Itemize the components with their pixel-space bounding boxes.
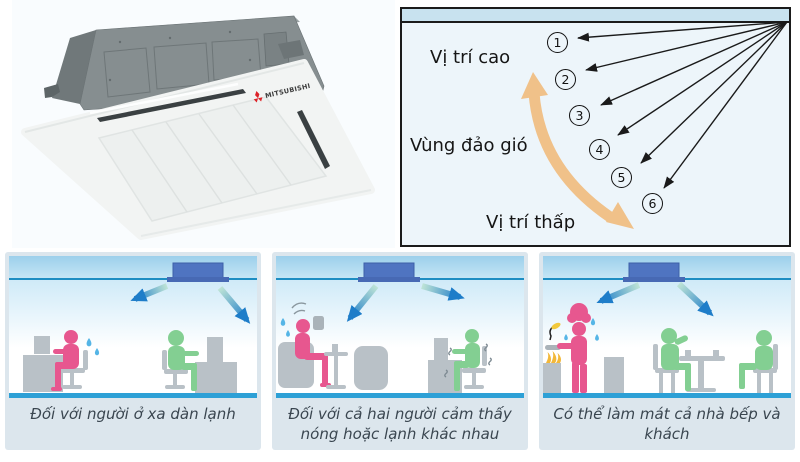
mounting-bracket-right <box>278 40 304 59</box>
airflow-arrows <box>521 21 788 229</box>
chef-hat <box>567 313 577 323</box>
ceiling-bar <box>402 9 789 23</box>
floor-line <box>9 393 257 398</box>
kitchen-counter <box>543 363 561 393</box>
swing-arrow-icon <box>521 72 634 229</box>
position-circle-6: 6 <box>642 193 663 214</box>
position-circle-1: 1 <box>547 32 568 53</box>
ac-indoor-unit <box>358 262 420 282</box>
position-arrows <box>577 21 788 189</box>
side-table <box>324 344 348 389</box>
armchair-middle <box>354 346 388 390</box>
position-arrow-2 <box>585 21 788 72</box>
panel-caption: Đối với cả hai người cảm thấy nóng hoặc … <box>288 405 512 443</box>
cool-person <box>168 330 199 391</box>
airflow-arrow-left-icon <box>596 282 641 304</box>
panel-caption: Đối với người ở xa dàn lạnh <box>30 405 236 423</box>
fan-motion-lines <box>291 302 307 315</box>
mounting-bracket-left <box>44 84 60 98</box>
scene-panel-far-person: Đối với người ở xa dàn lạnh <box>5 252 261 450</box>
panel-caption: Có thể làm mát cả nhà bếp và khách <box>553 405 781 443</box>
position-arrow-4 <box>617 21 788 136</box>
position-arrow-1 <box>577 21 788 42</box>
position-circle-3: 3 <box>569 105 590 126</box>
airflow-arrow-left-icon <box>346 284 379 322</box>
mitsubishi-diamond-icon <box>253 90 263 103</box>
monitor <box>207 337 223 362</box>
floor-line <box>543 393 791 398</box>
dining-table <box>679 350 725 392</box>
kitchen-island <box>604 357 624 393</box>
position-circle-5: 5 <box>611 167 632 188</box>
cool-person-left <box>661 328 691 391</box>
scene-far-person-illustration <box>9 256 257 398</box>
position-arrow-3 <box>600 21 788 106</box>
ceiling-cassette-ac-image: MITSUBISHI <box>12 0 395 248</box>
airflow-arrow-right-icon <box>217 286 251 324</box>
ac-vent-slot-top <box>89 82 246 122</box>
ceiling-line <box>9 278 257 280</box>
ac-indoor-unit <box>623 262 685 282</box>
position-arrow-6 <box>663 21 788 189</box>
airflow-arrow-right-icon <box>421 283 465 301</box>
position-circle-2: 2 <box>555 69 576 90</box>
airflow-arrow-left-icon <box>130 283 169 302</box>
hand-fan-icon <box>313 316 324 330</box>
hot-person <box>295 319 331 387</box>
sweat-drops <box>86 338 100 356</box>
hot-cook-person <box>557 303 591 393</box>
hanging-ladle-icon <box>549 322 561 341</box>
shiver-lines <box>444 343 492 378</box>
position-arrow-5 <box>640 21 788 164</box>
label-low-position: Vị trí thấp <box>486 212 576 233</box>
label-swing-zone: Vùng đảo gió <box>410 135 528 156</box>
scene-kitchen-living-illustration <box>543 256 791 398</box>
ac-indoor-unit <box>167 262 229 282</box>
room-zone <box>276 280 524 393</box>
cool-person-right <box>739 330 773 389</box>
scene-panel-hot-cold-people: Đối với cả hai người cảm thấy nóng hoặc … <box>272 252 528 450</box>
ac-center-grille <box>97 96 328 222</box>
stove-flames <box>546 351 562 363</box>
ac-front-panel: MITSUBISHI <box>21 59 375 240</box>
cool-person <box>452 329 480 391</box>
ac-vent-slot-right <box>297 110 330 169</box>
monitor <box>34 336 50 354</box>
airflow-position-diagram: Vị trí cao Vùng đảo gió Vị trí thấp 1 2 … <box>400 7 791 247</box>
position-circle-4: 4 <box>589 139 610 160</box>
chef-hat <box>581 313 591 323</box>
floor-line <box>276 393 524 398</box>
monitor <box>434 338 448 360</box>
sweat-drops <box>564 318 599 341</box>
airflow-arrow-right-icon <box>676 281 714 317</box>
scene-panel-kitchen-living: Có thể làm mát cả nhà bếp và khách <box>539 252 795 450</box>
right-workstation <box>162 337 237 393</box>
desk <box>195 362 237 393</box>
sweat-drops <box>280 318 290 337</box>
scene-hot-cold-illustration <box>276 256 524 398</box>
label-high-position: Vị trí cao <box>430 47 511 68</box>
hot-person <box>51 330 79 391</box>
